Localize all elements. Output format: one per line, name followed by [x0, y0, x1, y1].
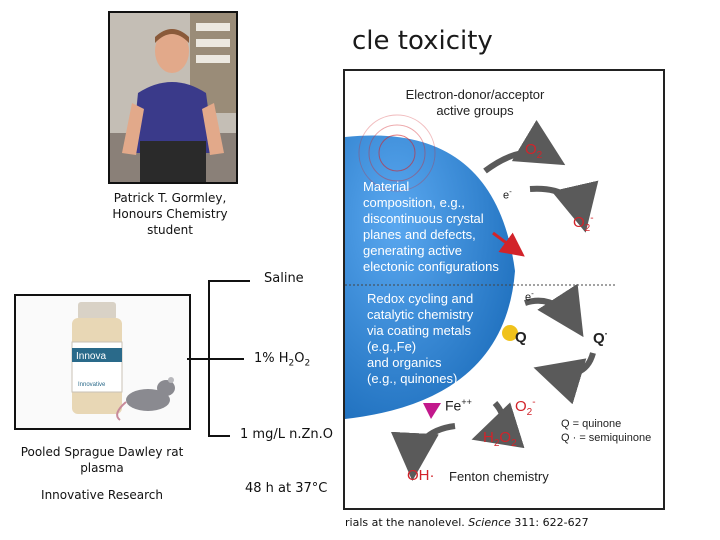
superoxide-label: O2- [573, 213, 594, 234]
photo-caption-line-1: Patrick T. Gormley, [113, 191, 227, 205]
incubation-condition: 48 h at 37°C [245, 481, 328, 496]
figure-header-line-1: Electron-donor/acceptor [405, 87, 545, 102]
redox-line-2: catalytic chemistry [367, 307, 474, 322]
citation: rials at the nanolevel. Science 311: 622… [345, 516, 589, 529]
supplier-name: Innovative Research [41, 488, 163, 502]
photo-caption-line-3: student [147, 223, 193, 237]
h2o2-h: H [483, 429, 494, 446]
superoxide-sup: - [590, 213, 594, 224]
treatment-h2o2-sub-1: 2 [288, 358, 295, 369]
product-brand-text: Innovative [78, 382, 106, 388]
nanoparticle-mechanism-figure: Electron-donor/acceptor active groups Ma… [343, 69, 665, 510]
superoxide-2-letter: O [515, 398, 527, 415]
redox-line-5: and organics [367, 355, 442, 370]
redox-line-3: via coating metals [367, 323, 472, 338]
product-caption-line-2: plasma [80, 461, 124, 475]
o2-label: O2 [525, 141, 542, 161]
superoxide-2-sub: 2 [526, 407, 533, 418]
electron-2-letter: e [525, 291, 532, 304]
redox-cycling-text: Redox cycling and catalytic chemistry vi… [367, 291, 473, 387]
material-line-6: electonic configurations [363, 259, 499, 274]
quinone-label: Q [515, 329, 527, 346]
figure-header: Electron-donor/acceptor active groups [375, 87, 575, 119]
treatment-h2o2-sub-2: 2 [304, 358, 311, 369]
superoxide-label-2: O2- [515, 397, 536, 418]
photo-caption: Patrick T. Gormley, Honours Chemistry st… [90, 190, 250, 238]
fenton-chemistry-label: Fenton chemistry [449, 469, 549, 484]
material-line-3: discontinuous crystal [363, 211, 484, 226]
quinone-legend-line-1: Q = quinone [561, 418, 622, 430]
citation-journal: Science [468, 516, 511, 529]
superoxide-sub: 2 [584, 223, 591, 234]
superoxide-letter: O [573, 214, 585, 231]
superoxide-2-sup: - [532, 397, 536, 408]
h2o2-sub-2: 2 [511, 438, 517, 449]
connector-horizontal [187, 358, 209, 360]
semiquinone-label: Q· [593, 329, 609, 347]
nanoparticle-sphere [345, 135, 515, 419]
redox-line-1: Redox cycling and [367, 291, 474, 306]
semiquinone-letter: Q [593, 330, 605, 347]
photo-caption-line-2: Honours Chemistry [112, 207, 228, 221]
quinone-legend: Q = quinone Q · = semiquinone [561, 417, 651, 445]
h2o2-o: O [499, 429, 512, 446]
material-line-4: planes and defects, [363, 227, 476, 242]
connector-branch-nzno [208, 435, 230, 437]
plasma-bottle-image: Innova Innovative [16, 296, 189, 428]
iron-label: Fe++ [445, 397, 472, 414]
hydroxyl-radical-label: OH· [407, 467, 435, 484]
connector-branch-h2o2 [208, 358, 244, 360]
electron-label-2: e- [525, 289, 534, 304]
student-photo [108, 11, 238, 184]
hydrogen-peroxide-label: H2O2 [483, 429, 517, 449]
mechanism-diagram [345, 114, 615, 481]
treatment-nzno: 1 mg/L n.Zn.O [240, 427, 333, 442]
treatment-saline: Saline [264, 271, 304, 286]
treatment-h2o2: 1% H2O2 [254, 351, 310, 369]
electron-1-letter: e [503, 189, 510, 202]
figure-header-line-2: active groups [436, 103, 514, 118]
h2o2-sub-1: 2 [493, 438, 500, 449]
material-line-5: generating active [363, 243, 463, 258]
citation-ref: 311: 622-627 [510, 516, 589, 529]
product-photo: Innova Innovative [14, 294, 191, 430]
material-line-1: Material [363, 179, 410, 194]
quinone-legend-line-2: Q · = semiquinone [561, 432, 652, 444]
treatment-h2o2-prefix: 1% H [254, 351, 289, 366]
iron-letters: Fe [445, 397, 462, 414]
quinone-dot [502, 325, 518, 341]
product-caption-line-1: Pooled Sprague Dawley rat [20, 445, 184, 459]
redox-line-6: (e.g., quinones) [367, 371, 458, 386]
o2-letter: O [525, 141, 537, 158]
product-caption: Pooled Sprague Dawley rat plasma [14, 444, 190, 476]
electron-label-1: e- [503, 187, 512, 202]
iron-marker [423, 403, 441, 419]
treatment-h2o2-mid: O [294, 351, 305, 366]
o2-sub: 2 [536, 150, 543, 161]
connector-branch-saline [208, 280, 250, 282]
product-label-text: Innova [76, 351, 106, 362]
material-composition-text: Material composition, e.g., discontinuou… [363, 179, 499, 275]
material-line-2: composition, e.g., [363, 195, 465, 210]
redox-line-4: (e.g.,Fe) [367, 339, 417, 354]
slide-title: cle toxicity [352, 26, 493, 56]
iron-sup: ++ [461, 397, 472, 407]
citation-text: rials at the nanolevel. [345, 516, 469, 529]
student-photo-image [110, 13, 236, 182]
